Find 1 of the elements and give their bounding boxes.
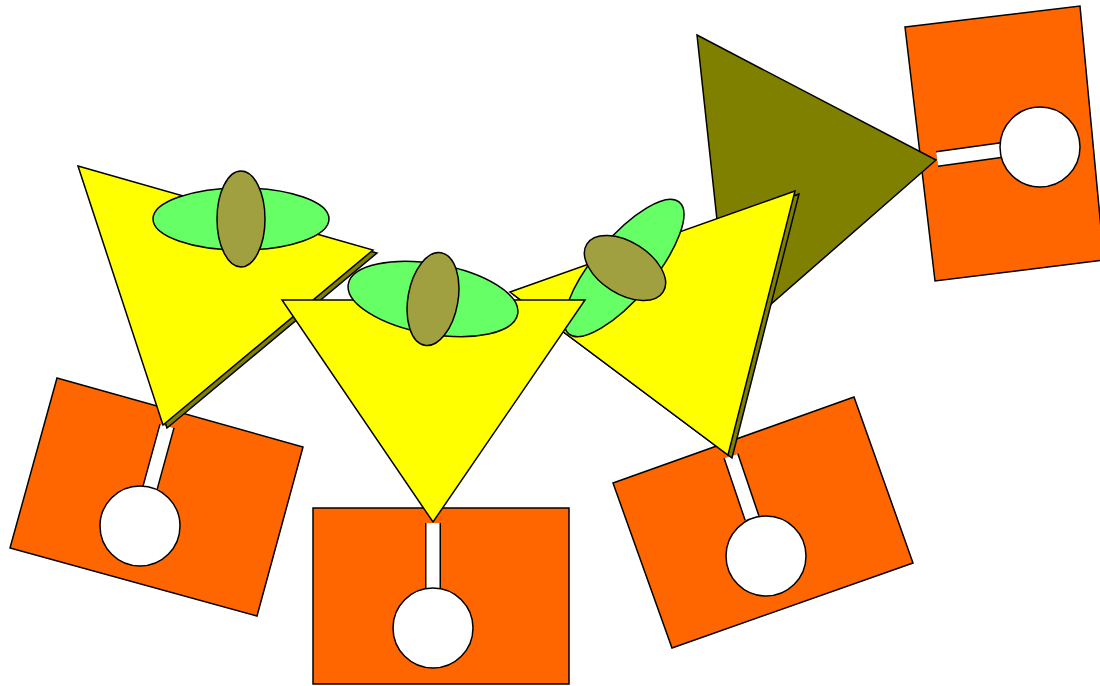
shapes-drawing [9,5,1100,685]
